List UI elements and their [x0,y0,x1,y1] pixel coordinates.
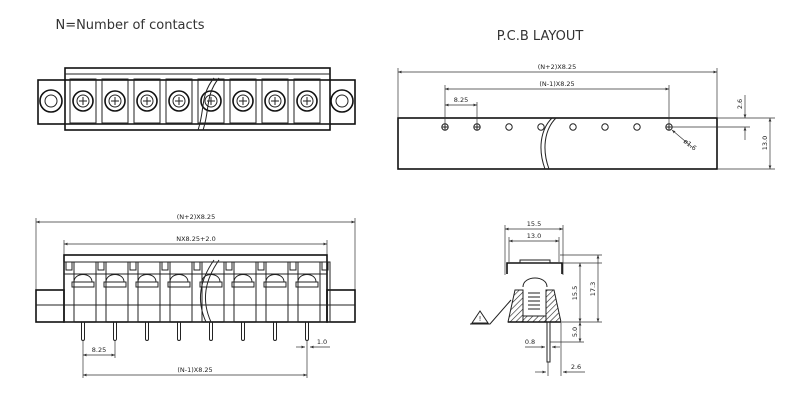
side-inner-width-dim: 13.0 [527,232,541,240]
pcb-hole-dim: ø1.6 [682,137,698,152]
side-pin-offset-dim: 2.6 [571,363,581,371]
side-view: 15.5 13.0 15.5 17.3 5.0 0.8 2.6 ! [470,220,602,376]
pcb-span-dim: (N-1)X8.25 [539,80,574,88]
terminal-pin [263,274,287,341]
side-outer-width-dim: 15.5 [527,220,541,228]
front-pitch-dim: 8.25 [92,346,106,354]
barrier-post [223,261,235,323]
front-span-dim: (N-1)X8.25 [177,366,212,374]
side-total-height-dim: 17.3 [589,282,597,296]
pcb-pitch-dim: 8.25 [454,96,468,104]
barrier-post [95,261,107,323]
terminal-screw [133,78,161,124]
barrier-post [287,261,299,323]
barrier-post [127,261,139,323]
pcb-layout-title: P.C.B LAYOUT [497,29,584,44]
terminal-pin [103,274,127,341]
barrier-post [159,261,171,323]
terminal-pin [199,274,223,341]
pcb-overall-dim: (N+2)X8.25 [538,63,576,71]
side-body-height-dim: 15.5 [571,286,579,300]
terminal-screw [197,78,225,124]
terminal-screw [165,78,193,124]
terminal-pin [135,274,159,341]
terminal-screw [69,78,97,124]
pcb-hole [601,123,609,131]
terminal-screw [101,78,129,124]
barrier-post [63,261,75,323]
pcb-height-dim: 13.0 [761,136,769,150]
pcb-hole [569,123,577,131]
svg-text:!: ! [479,315,482,323]
terminal-pin [295,274,319,341]
terminal-screw [229,78,257,124]
terminal-pin [231,274,255,341]
front-body-dim: NX8.25+2.0 [176,235,216,243]
top-view [37,67,356,131]
terminal-screw [261,78,289,124]
top-view-title: N=Number of contacts [55,18,204,33]
barrier-post [319,261,331,323]
terminal-screw [293,78,321,124]
front-overall-dim: (N+2)X8.25 [177,213,215,221]
front-pin-width-dim: 1.0 [317,338,327,346]
front-view: (N+2)X8.25 NX8.25+2.0 8.25 (N-1)X8.25 1.… [35,213,356,378]
pcb-hole [633,123,641,131]
side-pin-thickness-dim: 0.8 [525,338,535,346]
barrier-post [255,261,267,323]
side-pin-length-dim: 5.0 [571,327,579,337]
terminal-pin [71,274,95,341]
terminal-pin [167,274,191,341]
warning-triangle-icon: ! [471,310,489,324]
pcb-layout-view: (N+2)X8.25 (N-1)X8.25 8.25 2.6 13.0 ø1.6 [397,63,775,170]
pcb-hole [505,123,513,131]
pcb-hole [537,123,545,131]
barrier-post [191,261,203,323]
pcb-edge-dim: 2.6 [736,99,744,109]
